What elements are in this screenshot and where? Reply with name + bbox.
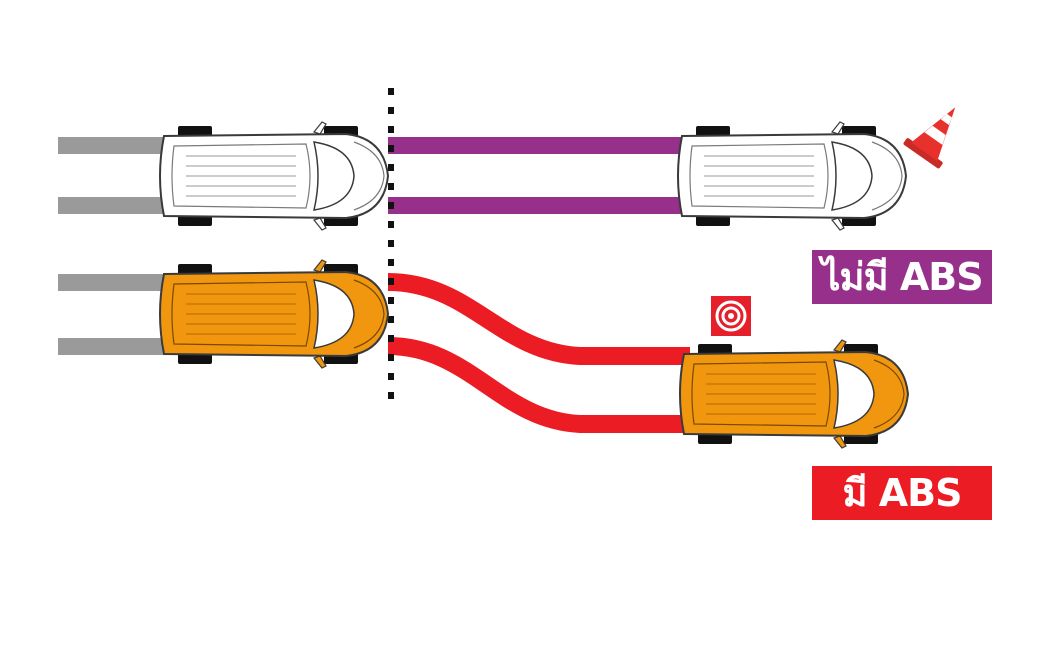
no-abs-track-upper — [388, 137, 688, 154]
abs-label: มี ABS — [812, 466, 992, 520]
white-car-start — [159, 121, 389, 231]
skid-mark-top-lower — [58, 197, 166, 214]
white-car-end — [677, 121, 907, 231]
target-icon — [711, 296, 751, 336]
abs-track-upper — [387, 273, 690, 365]
no-abs-tracks — [388, 137, 688, 214]
skid-mark-bottom-lower — [58, 338, 166, 355]
no-abs-label: ไม่มี ABS — [812, 250, 992, 304]
traffic-cone-icon — [903, 107, 956, 169]
skid-mark-bottom-upper — [58, 274, 166, 291]
orange-car-end — [679, 339, 909, 449]
orange-car-start — [159, 259, 389, 369]
skid-mark-top-upper — [58, 137, 166, 154]
abs-track-lower — [387, 337, 690, 433]
abs-label-text: มี ABS — [842, 471, 962, 515]
skid-marks — [58, 137, 166, 355]
abs-tracks — [387, 273, 690, 433]
no-abs-label-text: ไม่มี ABS — [821, 255, 983, 299]
no-abs-track-lower — [388, 197, 688, 214]
